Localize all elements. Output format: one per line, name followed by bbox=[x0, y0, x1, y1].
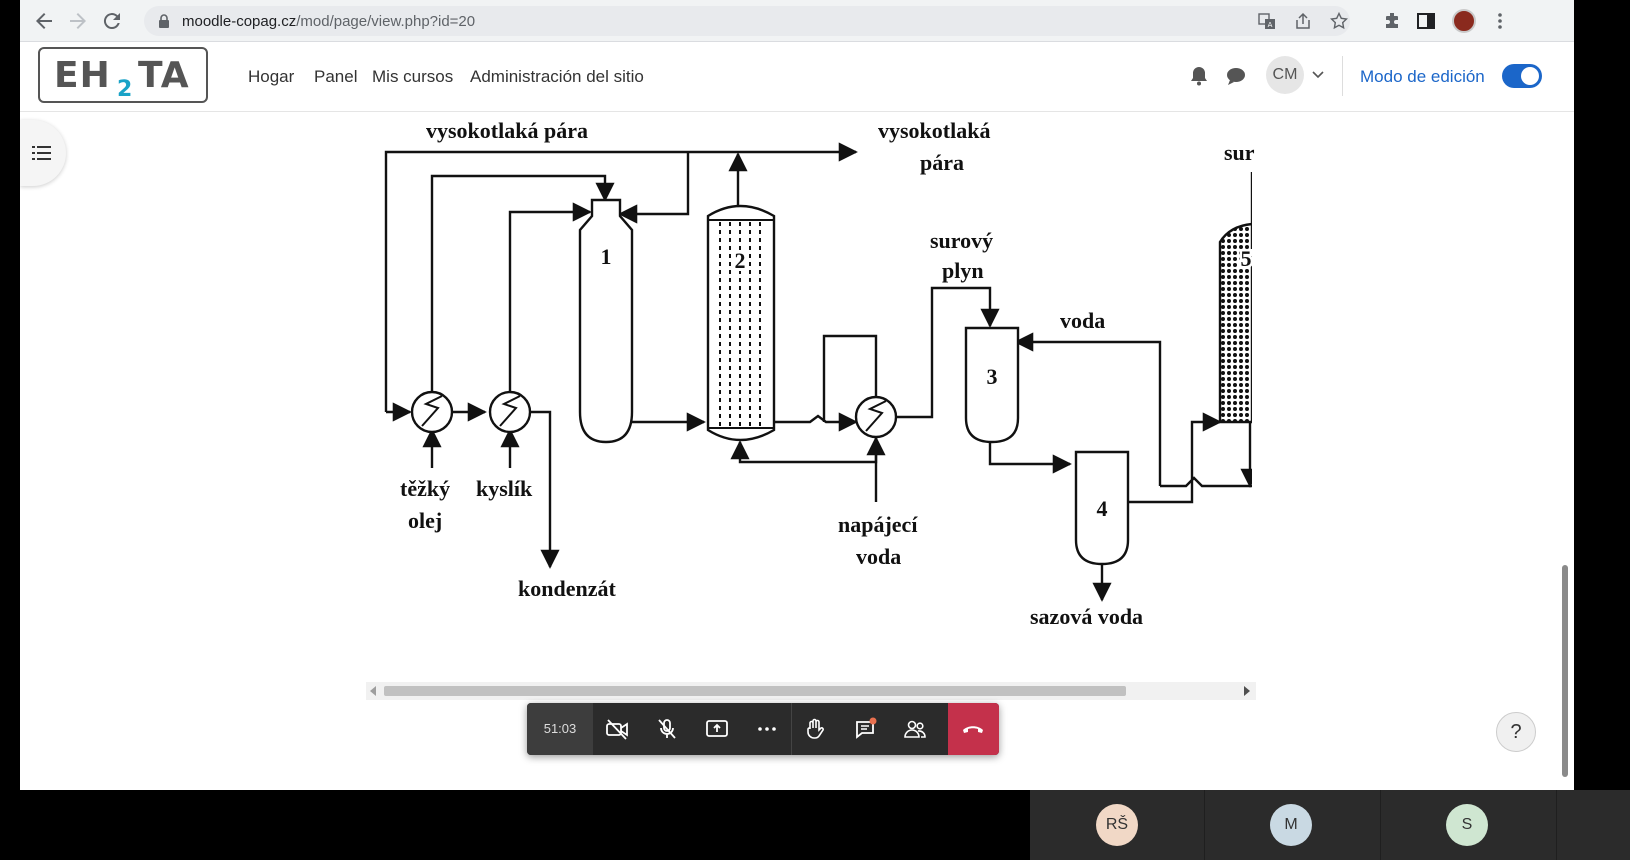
nav-home[interactable]: Hogar bbox=[248, 67, 295, 86]
list-icon bbox=[32, 146, 51, 160]
unit-label-4: 4 bbox=[1097, 496, 1108, 521]
reload-icon[interactable] bbox=[100, 9, 124, 33]
label-high-pressure-steam-out-2: pára bbox=[920, 150, 964, 175]
edit-mode-toggle[interactable] bbox=[1502, 64, 1542, 88]
forward-icon[interactable] bbox=[66, 9, 90, 33]
address-bar[interactable]: moodle-copag.cz/mod/page/view.php?id=20 … bbox=[144, 6, 1350, 36]
scrollbar-thumb[interactable] bbox=[384, 686, 1126, 696]
toggle-knob bbox=[1521, 67, 1539, 85]
mic-off-icon[interactable] bbox=[655, 717, 679, 741]
participant-avatar[interactable]: M bbox=[1270, 804, 1312, 846]
logo-prefix: EH bbox=[54, 55, 111, 96]
participants-strip: RŠ M S bbox=[1030, 790, 1630, 860]
heat-exchanger-3 bbox=[854, 395, 898, 439]
label-feed-water-1: napájecí bbox=[838, 512, 918, 537]
label-raw-gas-2: plyn bbox=[942, 258, 984, 283]
heat-exchanger-2 bbox=[488, 390, 532, 434]
call-timer: 51:03 bbox=[527, 703, 593, 755]
edit-mode-label: Modo de edición bbox=[1360, 67, 1485, 86]
toolbar-divider bbox=[791, 703, 792, 755]
lock-icon bbox=[159, 14, 169, 28]
participants-icon[interactable] bbox=[903, 717, 927, 741]
participant-divider bbox=[1204, 790, 1205, 860]
participant-avatar[interactable]: S bbox=[1446, 804, 1488, 846]
raise-hand-icon[interactable] bbox=[803, 717, 827, 741]
unit-label-3: 3 bbox=[987, 364, 998, 389]
label-raw-gas-1: surový bbox=[930, 228, 993, 253]
scrubber-vessel-3 bbox=[964, 326, 1020, 444]
more-vertical-icon[interactable] bbox=[1490, 11, 1510, 31]
logo-suffix: TA bbox=[138, 55, 190, 96]
hang-up-icon bbox=[963, 726, 983, 733]
label-oxygen: kyslík bbox=[476, 476, 533, 501]
back-icon[interactable] bbox=[32, 9, 56, 33]
site-header: EH 2 TA Hogar Panel Mis cursos Administr… bbox=[20, 42, 1574, 112]
chevron-down-icon[interactable] bbox=[1312, 69, 1324, 79]
vertical-scrollbar-thumb[interactable] bbox=[1562, 565, 1568, 777]
nav-dashboard[interactable]: Panel bbox=[314, 67, 358, 86]
share-screen-icon[interactable] bbox=[705, 717, 729, 741]
label-high-pressure-steam-out-1: vysokotlaká bbox=[878, 118, 990, 143]
more-horizontal-icon[interactable] bbox=[755, 717, 779, 741]
label-high-pressure-steam: vysokotlaká pára bbox=[426, 118, 588, 143]
label-feed-water-2: voda bbox=[856, 544, 901, 569]
unit-label-2: 2 bbox=[735, 248, 746, 273]
site-logo[interactable]: EH 2 TA bbox=[38, 47, 208, 103]
reactor-vessel-1 bbox=[578, 198, 634, 444]
label-condensate: kondenzát bbox=[518, 576, 616, 601]
help-button[interactable]: ? bbox=[1496, 712, 1536, 752]
camera-off-icon[interactable] bbox=[605, 717, 629, 741]
svg-text:A: A bbox=[1268, 21, 1273, 29]
label-heavy-oil-2: olej bbox=[408, 508, 442, 533]
url-host: moodle-copag.cz bbox=[182, 13, 297, 30]
label-heavy-oil-1: těžký bbox=[400, 476, 450, 501]
process-flow-diagram: 1 2 3 4 5 vysokotlaká pára vysokotlaká p… bbox=[384, 112, 1574, 672]
nav-site-admin[interactable]: Administración del sitio bbox=[470, 67, 644, 86]
waste-heat-boiler-2 bbox=[706, 204, 776, 442]
steam-header-line bbox=[384, 142, 858, 412]
participant-divider bbox=[1380, 790, 1381, 860]
horizontal-scrollbar[interactable] bbox=[366, 682, 1256, 700]
header-divider bbox=[1342, 56, 1343, 96]
side-panel-icon[interactable] bbox=[1416, 11, 1436, 31]
heat-exchanger-1 bbox=[410, 390, 454, 434]
extensions-icon[interactable] bbox=[1382, 11, 1402, 31]
unit-label-5: 5 bbox=[1241, 246, 1252, 271]
label-soot-water: sazová voda bbox=[1030, 604, 1143, 629]
scroll-right-icon[interactable] bbox=[1244, 686, 1250, 696]
url-path: /mod/page/view.php?id=20 bbox=[296, 13, 476, 30]
nav-my-courses[interactable]: Mis cursos bbox=[372, 67, 454, 86]
bookmark-star-icon[interactable] bbox=[1330, 12, 1348, 30]
label-water: voda bbox=[1060, 308, 1105, 333]
meeting-toolbar: 51:03 bbox=[527, 703, 999, 755]
unit-label-1: 1 bbox=[601, 244, 612, 269]
column-vessel-5 bbox=[1218, 222, 1254, 424]
participant-avatar[interactable]: RŠ bbox=[1096, 804, 1138, 846]
url-text: moodle-copag.cz/mod/page/view.php?id=20 bbox=[182, 13, 475, 30]
profile-avatar-icon[interactable] bbox=[1452, 9, 1476, 33]
chat-icon[interactable] bbox=[1226, 67, 1246, 85]
leave-call-button[interactable] bbox=[948, 703, 999, 755]
share-icon[interactable] bbox=[1294, 12, 1312, 30]
chat-bubble-icon[interactable] bbox=[853, 717, 877, 741]
participant-divider bbox=[1556, 790, 1557, 860]
label-raw-clipped: sur bbox=[1224, 140, 1255, 165]
user-avatar[interactable]: CM bbox=[1266, 56, 1304, 94]
browser-window: moodle-copag.cz/mod/page/view.php?id=20 … bbox=[20, 0, 1574, 790]
separator-vessel-4 bbox=[1074, 450, 1130, 566]
logo-subscript: 2 bbox=[117, 77, 133, 102]
browser-toolbar: moodle-copag.cz/mod/page/view.php?id=20 … bbox=[20, 0, 1574, 42]
scroll-left-icon[interactable] bbox=[370, 686, 376, 696]
bell-icon[interactable] bbox=[1190, 66, 1208, 86]
translate-icon[interactable]: A bbox=[1258, 12, 1276, 30]
